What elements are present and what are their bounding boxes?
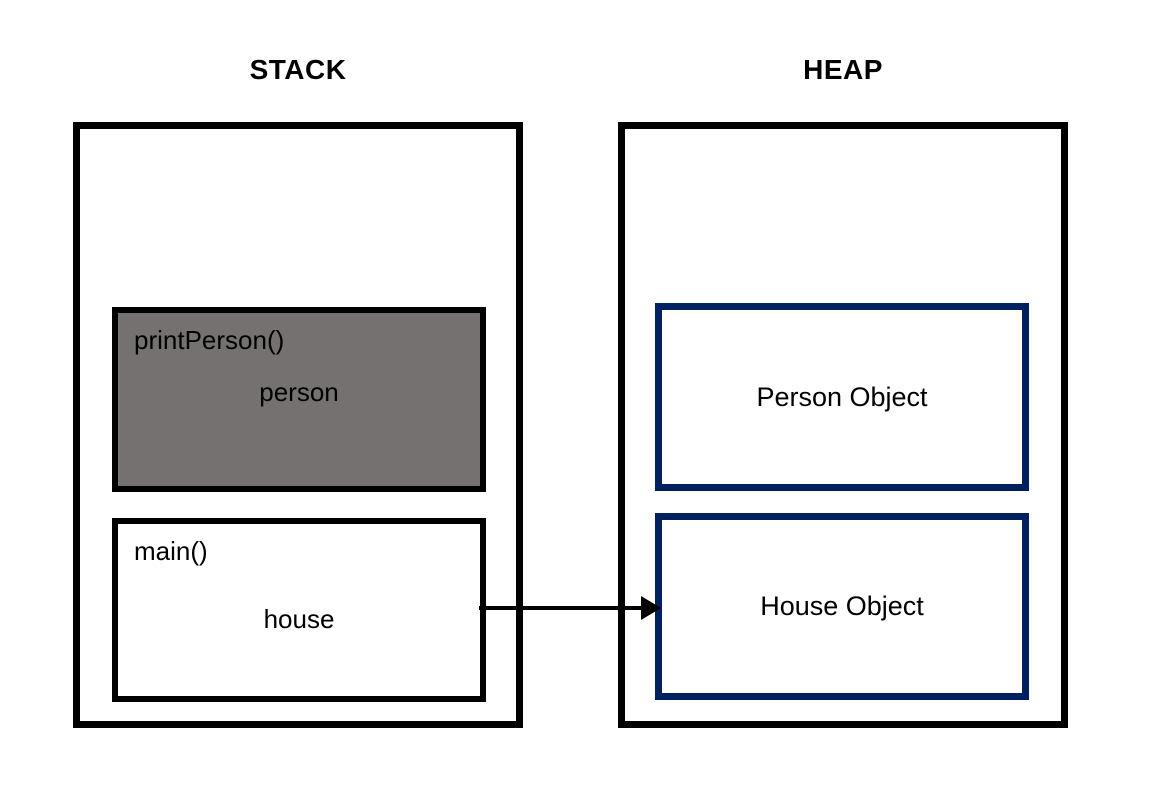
heap-container xyxy=(618,122,1068,728)
reference-arrow-head-icon xyxy=(641,596,661,620)
frame-function-label: printPerson() xyxy=(134,325,285,355)
frame-function-label: main() xyxy=(134,536,208,566)
stack-title: STACK xyxy=(249,54,347,85)
frame-variable-label: house xyxy=(263,604,335,634)
heap-object-label: Person Object xyxy=(756,381,928,412)
heap-object-label: House Object xyxy=(760,591,924,621)
heap-object-house: House Object xyxy=(655,513,1029,700)
stack-frame-main: main() house xyxy=(112,518,486,702)
heap-title: HEAP xyxy=(803,54,883,85)
reference-arrow-line xyxy=(479,606,645,610)
stack-frame-printperson: printPerson() person xyxy=(112,307,486,492)
stack-container xyxy=(73,122,523,728)
frame-variable-label: person xyxy=(259,377,339,407)
heap-object-person: Person Object xyxy=(655,303,1029,491)
